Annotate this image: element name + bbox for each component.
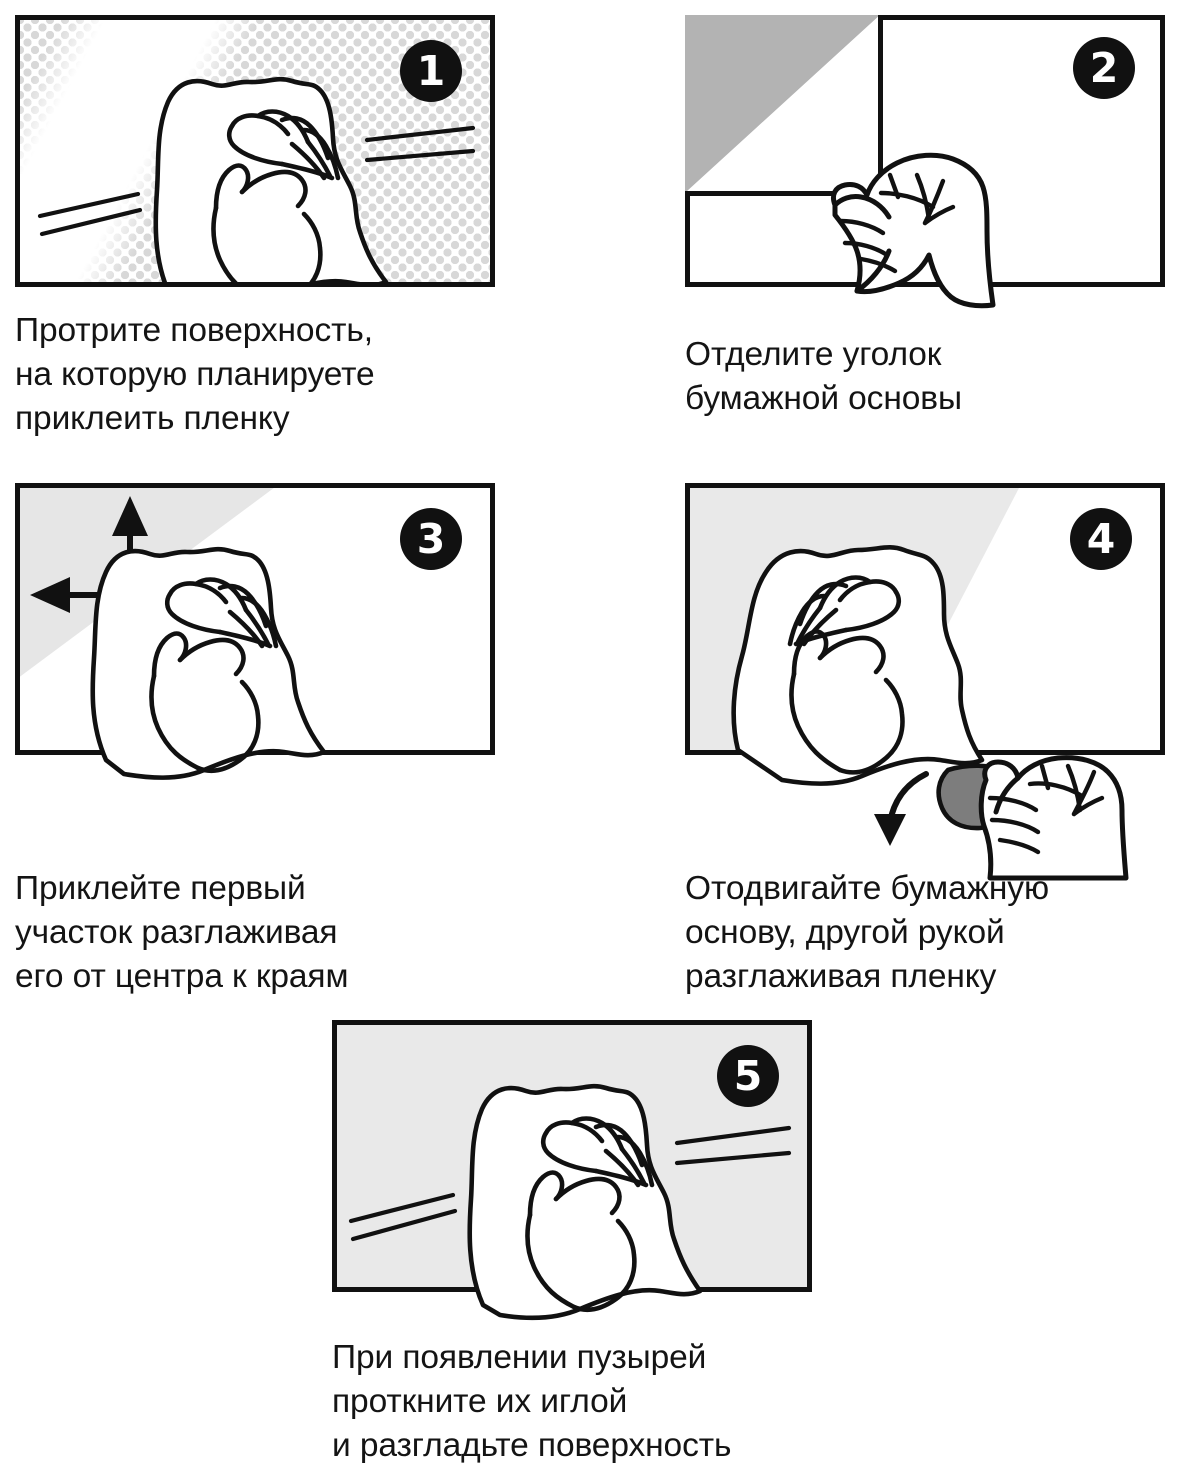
hand: [525, 1116, 655, 1313]
step-1: 1 Протрите поверхность, на которую плани…: [15, 15, 495, 441]
sheet-edge-left-lower: [685, 191, 690, 287]
hand-cloth-arrows-illustration: [30, 496, 327, 780]
step-4-caption: Отодвигайте бумажную основу, другой руко…: [685, 870, 1049, 995]
sheet-edge-right: [1160, 15, 1165, 287]
step-5: 5 При появлении пузырей проткните их игл…: [332, 1020, 812, 1468]
step-4-artwork: [690, 488, 1160, 881]
step-4: 4 Отодвигайте бумажную основу, другой ру…: [685, 483, 1165, 999]
step-3-caption: Приклейте первый участок разглаживая его…: [15, 870, 349, 995]
hand: [211, 109, 341, 282]
step-3-artwork: [20, 488, 490, 780]
step-2-caption: Отделите уголок бумажной основы: [685, 336, 962, 417]
step-number-5: 5: [717, 1045, 779, 1107]
speed-lines-right: [364, 125, 476, 163]
step-2-artwork: [685, 15, 1165, 309]
step-5-artwork: [337, 1025, 807, 1321]
step-5-caption: При появлении пузырей проткните их иглой…: [332, 1339, 732, 1464]
step-3: 3 Приклейте первый участок разглаживая е…: [15, 483, 495, 999]
hand-cloth-illustration: [37, 76, 476, 282]
sheet-edge-bottom: [685, 282, 1165, 287]
sheet-edge-top: [878, 15, 1165, 20]
arrow-curved-down-icon: [874, 771, 929, 846]
step-5-panel: 5: [332, 1020, 812, 1321]
smoothing-hand: [787, 575, 905, 775]
step-2-panel: 2: [685, 15, 1165, 309]
two-hands-peeling-illustration: [731, 545, 1129, 881]
step-2: 2 Отделите уголок бумажной основы: [685, 15, 1165, 421]
speed-lines-left: [37, 191, 143, 237]
speed-lines-left: [348, 1192, 458, 1242]
step-1-caption: Протрите поверхность, на которую планиру…: [15, 312, 375, 437]
step-3-panel: 3: [15, 483, 495, 780]
hand: [149, 577, 279, 774]
step-number-4: 4: [1070, 508, 1132, 570]
step-number-1: 1: [400, 40, 462, 102]
sheet-edge-fold-horizontal: [685, 191, 883, 196]
speed-lines-right: [674, 1125, 792, 1166]
step-4-panel: 4: [685, 483, 1165, 881]
step-1-panel: 1: [15, 15, 495, 287]
step-number-3: 3: [400, 508, 462, 570]
hand-pinching-illustration: [830, 152, 996, 309]
step-number-2: 2: [1073, 37, 1135, 99]
hand-cloth-smoothing-illustration: [348, 1083, 792, 1321]
sheet-edge-fold-vertical: [878, 15, 883, 195]
